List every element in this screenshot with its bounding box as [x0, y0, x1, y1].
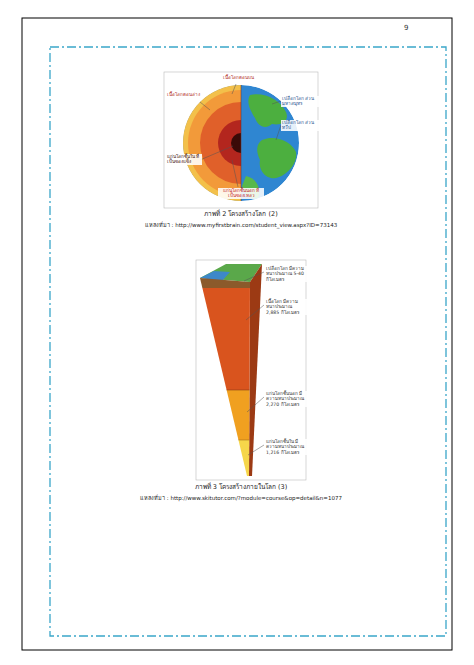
- figure-caption: ภาพที่ 2 โครงสร้างโลก (2): [141, 211, 341, 218]
- layer-label: แก่นโลกชั้นนอก มีความหนาประมาณ 2,270 กิโ…: [265, 391, 307, 407]
- layer-label: เปลือกโลก มีความหนาประมาณ 5-40 กิโลเมตร: [265, 266, 307, 282]
- layer-label: แก่นโลกชั้นนอก ที่เป็นของเหลว: [218, 188, 264, 199]
- layer-label: เปลือกโลก ส่วนทวีป: [281, 120, 319, 131]
- layer-label: เนื้อโลก มีความหนาประมาณ 2,885 กิโลเมตร: [265, 299, 307, 315]
- figure-caption: ภาพที่ 3 โครงสร้างภายในโลก (3): [141, 484, 341, 491]
- page-border: [22, 18, 452, 650]
- layer-label: เนื้อโลกตอนบน: [212, 75, 264, 80]
- layer-label: เนื้อโลกตอนล่าง: [166, 92, 204, 97]
- earth-wedge-figure: [195, 260, 306, 480]
- source-note: แหล่งที่มา : http://www.skitutor.com/?mo…: [56, 495, 426, 501]
- source-note: แหล่งที่มา : http://www.myfirstbrain.com…: [66, 222, 416, 228]
- dashed-frame: [50, 47, 446, 636]
- page-number: 9: [404, 24, 424, 32]
- layer-label: เปลือกโลก ส่วนมหาสมุทร: [281, 96, 319, 107]
- layer-label: แก่นโลกชั้นใน ที่เป็นของแข็ง: [166, 154, 202, 165]
- layer-label: แก่นโลกชั้นใน มีความหนาประมาณ 1,216 กิโล…: [265, 439, 307, 455]
- earth-cutaway-figure: [164, 72, 318, 208]
